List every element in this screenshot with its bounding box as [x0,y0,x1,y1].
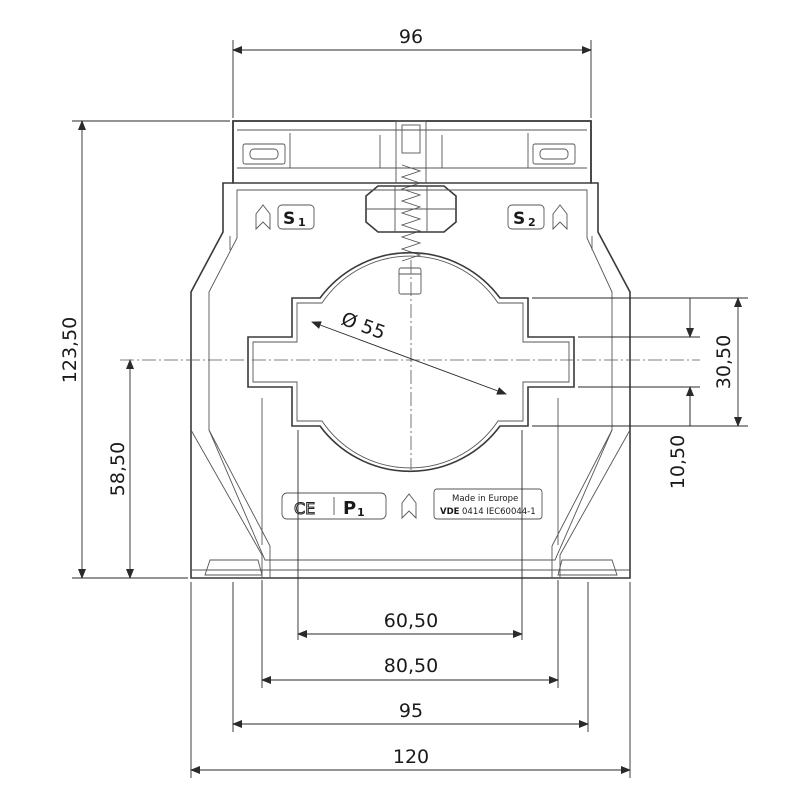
dim-80-50-label: 80,50 [384,655,438,677]
dimension-60-50: 60,50 [297,430,523,640]
dimension-80-50: 80,50 [261,580,559,688]
label-line2-bold: VDE [440,507,460,517]
dimension-95: 95 [232,582,589,732]
label-line2-rest: 0414 IEC60044-1 [462,507,536,517]
label-line1: Made in Europe [452,494,518,504]
dimension-10-50: 10,50 [578,298,700,489]
dim-10-50-label: 10,50 [667,435,689,489]
s1-letter: S [283,209,295,229]
dim-diameter-label: Ø 55 [338,308,388,344]
dim-123-50-label: 123,50 [59,317,81,383]
dim-95-label: 95 [399,700,423,722]
p1-letter: P [343,498,356,519]
dim-30-50-label: 30,50 [713,335,735,389]
dim-120-label: 120 [393,746,429,768]
p1-subscript: 1 [357,506,365,519]
dimension-diameter-55: Ø 55 [311,308,507,395]
dim-58-50-label: 58,50 [107,442,129,496]
dim-60-50-label: 60,50 [384,610,438,632]
ce-mark: CE [294,499,315,518]
primary-window [247,251,575,473]
dimension-30-50: 30,50 [532,297,748,427]
ce-p1-marking: CE P 1 [281,492,417,520]
dimension-58-50: 58,50 [107,359,134,579]
s1-subscript: 1 [298,216,306,229]
s1-marking: S 1 [255,204,315,231]
centre-lines [120,260,700,470]
s2-marking: S 2 [507,204,568,231]
dimension-96: 96 [232,26,592,118]
s2-letter: S [513,209,525,229]
dimension-120: 120 [190,582,631,778]
dim-96-label: 96 [399,26,423,48]
standards-label: Made in Europe VDE 0414 IEC60044-1 [433,488,543,520]
transformer-body [190,120,631,579]
dimension-123-50: 123,50 [59,120,230,579]
s2-subscript: 2 [528,216,536,229]
